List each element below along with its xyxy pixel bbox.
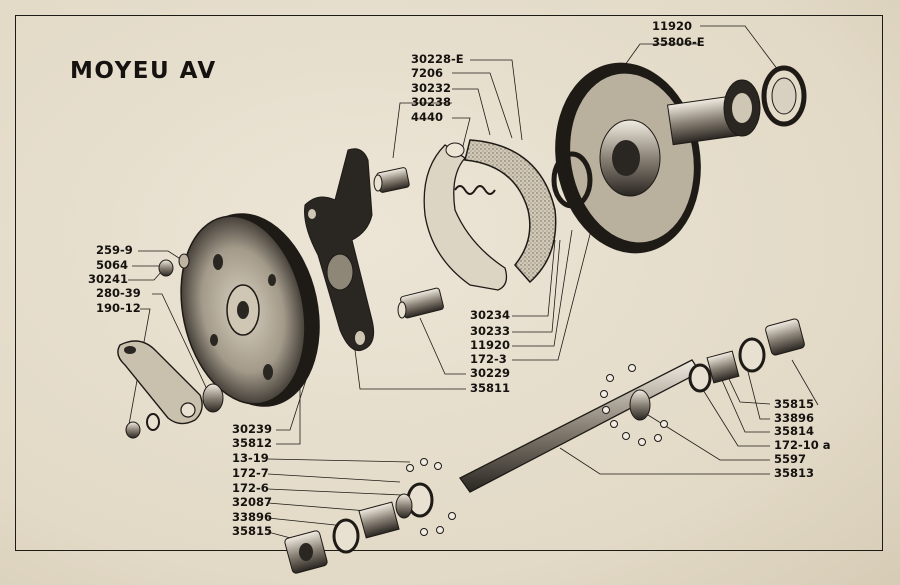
part-label-35811: 35811 <box>470 381 511 395</box>
part-label-5597: 5597 <box>774 452 807 466</box>
part-label-35814: 35814 <box>774 424 815 438</box>
part-label-30229: 30229 <box>470 366 511 380</box>
leader-lines <box>127 25 819 541</box>
part-label-35815-right: 35815 <box>774 397 815 411</box>
part-label-5064: 5064 <box>96 258 129 272</box>
part-label-30233: 30233 <box>470 324 511 338</box>
part-label-35806e: 35806-E <box>652 35 705 49</box>
part-label-33896-left: 33896 <box>232 510 273 524</box>
part-label-7206: 7206 <box>411 66 444 80</box>
brake-arm-plate <box>304 148 375 352</box>
part-label-30234: 30234 <box>470 308 511 322</box>
brake-cam-lever <box>117 340 203 425</box>
part-label-30239: 30239 <box>232 422 273 436</box>
pins-studs <box>373 167 444 319</box>
diagram-frame <box>15 15 883 551</box>
part-label-30241: 30241 <box>88 272 129 286</box>
axle-parts-left <box>284 482 434 574</box>
part-label-172-10a: 172-10 a <box>774 438 831 452</box>
part-label-11920-mid: 11920 <box>470 338 511 352</box>
small-parts-left <box>125 253 224 439</box>
part-label-172-6: 172-6 <box>232 481 269 495</box>
axle-parts-right <box>688 318 805 393</box>
part-label-32087: 32087 <box>232 495 273 509</box>
part-label-33896-right: 33896 <box>774 411 815 425</box>
brake-backing-plate <box>180 213 320 407</box>
part-label-11920: 11920 <box>652 19 693 33</box>
part-label-4440: 4440 <box>411 110 444 124</box>
part-label-35812: 35812 <box>232 436 273 450</box>
part-label-172-7: 172-7 <box>232 466 269 480</box>
part-label-13-19: 13-19 <box>232 451 269 465</box>
part-label-35815-left: 35815 <box>232 524 273 538</box>
ball-bearings <box>406 364 668 536</box>
part-label-35813: 35813 <box>774 466 815 480</box>
diagram-title: MOYEU AV <box>70 58 217 84</box>
part-label-172-3: 172-3 <box>470 352 507 366</box>
part-label-30232: 30232 <box>411 81 452 95</box>
brake-shoes <box>423 139 557 291</box>
hub-drum <box>551 62 807 254</box>
part-label-30228e: 30228-E <box>411 52 464 66</box>
part-label-259-9: 259-9 <box>96 243 133 257</box>
part-label-30238: 30238 <box>411 95 452 109</box>
part-label-280-39: 280-39 <box>96 286 141 300</box>
part-label-190-12: 190-12 <box>96 301 141 315</box>
